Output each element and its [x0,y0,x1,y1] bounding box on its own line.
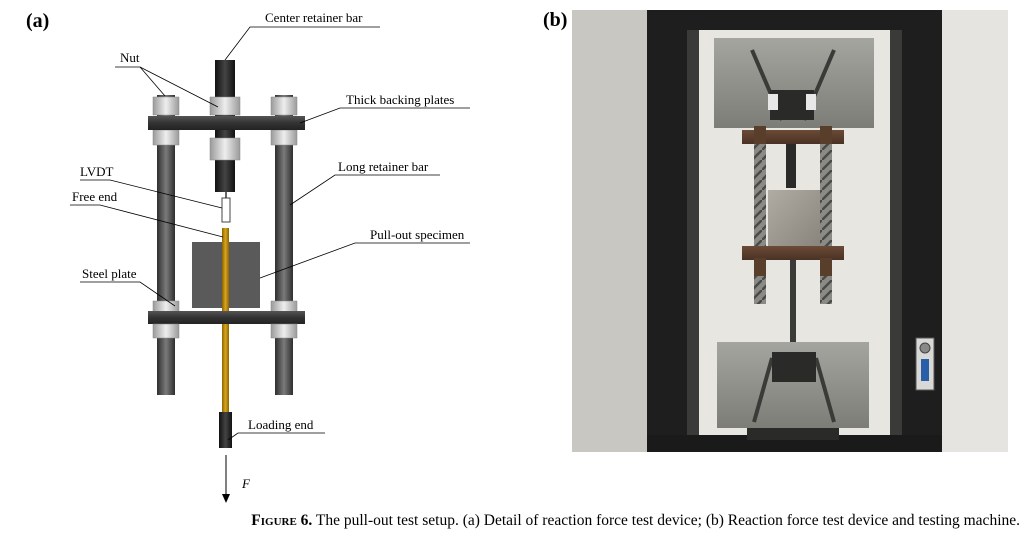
lvdt-sensor [221,197,231,223]
photo-panel-b [572,10,1008,452]
lower-grip-base [747,428,839,440]
nut-bottom-right-under [270,323,298,339]
nut-top-left-under [152,129,180,146]
nut-top-left [152,96,180,116]
photo-specimen [768,190,820,246]
label-pull-out-specimen: Pull-out specimen [370,227,465,242]
wall-left [572,10,647,452]
inner-column-left [687,30,699,435]
loading-end-bar [219,412,232,448]
label-long-retainer-bar: Long retainer bar [338,159,429,174]
label-free-end: Free end [72,189,118,204]
machine-frame-left [647,10,687,452]
caption-text: The pull-out test setup. (a) Detail of r… [312,512,1020,529]
upper-clamp-tag-right [806,94,816,110]
machine-frame-bottom [647,435,942,452]
nut-top-right-under [270,129,298,146]
force-label: F [241,476,251,491]
label-thick-backing-plates: Thick backing plates [346,92,454,107]
inner-column-right [890,30,902,435]
label-lvdt: LVDT [80,164,114,179]
diagram-panel-a: (a) F Center retainer bar [26,10,470,503]
leader-lines [70,26,470,441]
center-nut-lower [209,137,241,161]
control-knob-icon [919,342,931,354]
wall-right [942,10,1008,452]
label-loading-end: Loading end [248,417,314,432]
photo-center-bar [786,144,796,188]
photo-rebar [790,260,796,360]
photo-steel-plate-bottom [742,246,844,260]
nut-bottom-left-under [152,323,180,339]
photo-nut-bottom-left [754,258,766,276]
photo-threaded-rod-left [754,144,766,304]
force-arrow-head [222,494,230,503]
steel-plate-bottom [148,311,305,324]
photo-threaded-rod-right [820,144,832,304]
photo-backing-plate-top [742,130,844,144]
nut-top-right [270,96,298,116]
machine-frame-top [647,10,942,30]
panel-b-label: (b) [543,9,568,31]
figure-caption: Figure 6. The pull-out test setup. (a) D… [251,512,1020,530]
photo-nut-top-left [754,126,766,148]
caption-figure-number: 6. [300,512,313,529]
caption-figure-word: Figure [251,512,297,529]
lower-grip-wedges [752,357,836,423]
panel-a-label: (a) [26,10,49,32]
upper-clamp-tag-left [768,94,778,110]
control-buttons [921,359,929,381]
photo-nut-top-right [820,126,832,148]
thick-backing-plate-top [148,116,305,130]
label-nut: Nut [120,50,140,65]
nut-top-center [209,96,241,116]
photo-nut-bottom-right [820,258,832,276]
label-steel-plate: Steel plate [82,266,137,281]
lower-clamp [772,352,816,382]
label-center-retainer-bar: Center retainer bar [265,10,363,25]
